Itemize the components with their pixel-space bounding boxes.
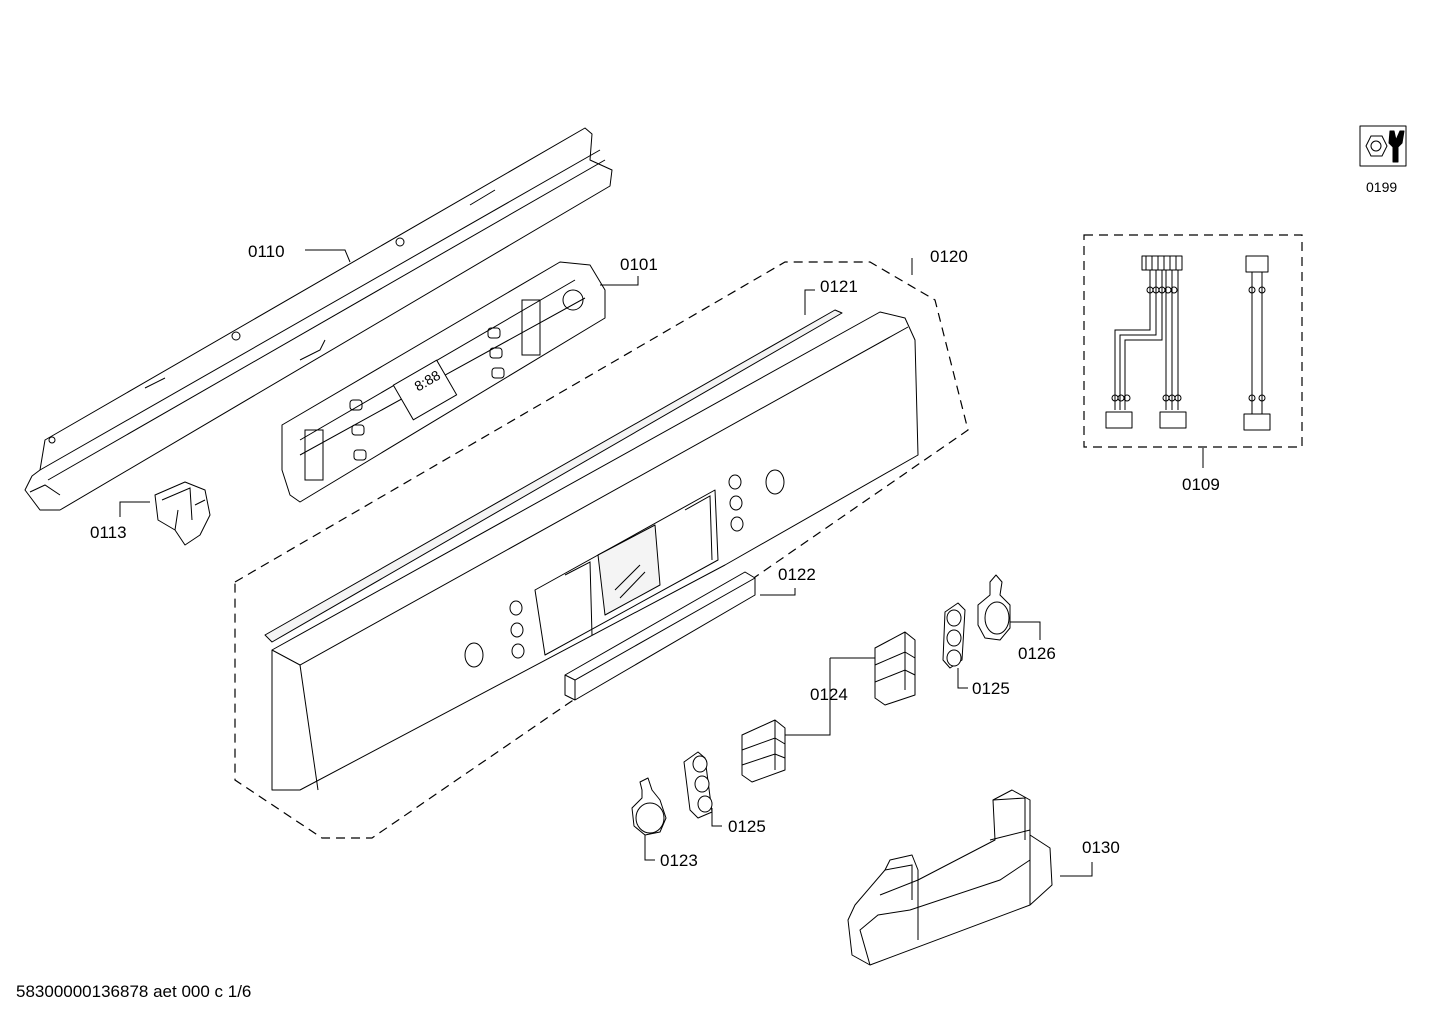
part-0125-button-set-upper[interactable] [942, 602, 966, 669]
label-0123: 0123 [660, 851, 698, 870]
part-0122-trim-bar[interactable] [564, 571, 756, 701]
part-0123-knob[interactable] [631, 777, 667, 836]
part-0101-control-module[interactable]: 8:88 [281, 261, 606, 503]
label-0122: 0122 [778, 565, 816, 584]
part-0125-button-set-lower[interactable] [683, 751, 713, 819]
label-0199: 0199 [1366, 179, 1397, 195]
label-0124: 0124 [810, 685, 848, 704]
label-0121: 0121 [820, 277, 858, 296]
label-0101: 0101 [620, 255, 658, 274]
part-0121-seal-strip[interactable] [264, 309, 843, 643]
label-0126: 0126 [1018, 644, 1056, 663]
label-0130: 0130 [1082, 838, 1120, 857]
part-0109-wiring-harness[interactable] [1105, 255, 1271, 431]
label-0110: 0110 [248, 242, 285, 261]
label-0113: 0113 [90, 523, 127, 542]
part-0130-housing[interactable] [847, 789, 1053, 966]
part-0113-bracket[interactable] [154, 481, 211, 546]
label-0125-upper: 0125 [972, 679, 1010, 698]
label-0109: 0109 [1182, 475, 1220, 494]
part-0120-fascia-panel[interactable] [271, 311, 919, 791]
part-0126-knob[interactable] [977, 574, 1011, 641]
part-0110-rail[interactable] [24, 127, 613, 511]
part-0124-switch-block-lower[interactable] [741, 719, 786, 783]
group-0109-boundary [1083, 234, 1303, 448]
label-0125-lower: 0125 [728, 817, 766, 836]
service-wrench-nut-icon[interactable] [1359, 125, 1407, 167]
document-id: 58300000136878 aet 000 c 1/6 [16, 982, 251, 1001]
part-0124-switch-block-upper[interactable] [874, 631, 916, 706]
label-0120: 0120 [930, 247, 968, 266]
